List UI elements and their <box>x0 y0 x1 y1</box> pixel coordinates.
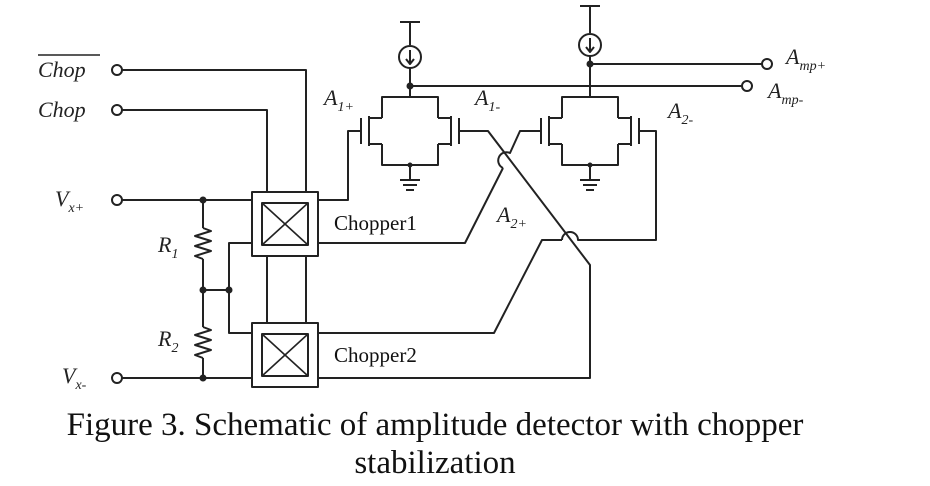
drain-rail-1 <box>381 144 439 166</box>
vx-minus-label: Vx- <box>62 363 87 393</box>
a2-plus-main: A <box>495 202 511 227</box>
chopper1-cross-b <box>261 202 309 246</box>
chop-terminal <box>111 104 123 116</box>
vx-plus-sub: x+ <box>67 201 84 216</box>
junction-vx-minus <box>199 374 207 382</box>
input-chop-bar: Chop <box>38 54 123 82</box>
r2-sub: 2 <box>171 341 178 356</box>
amp-plus-terminal <box>761 58 773 70</box>
a2-minus-label: A2- <box>666 98 693 128</box>
chopper2-cross-b <box>261 333 309 377</box>
resistor-r2 <box>194 326 212 359</box>
chopper1-outer <box>251 191 319 257</box>
chopper2-outer <box>251 322 319 388</box>
caption-line-2: stabilization <box>354 445 516 481</box>
r2-label: R2 <box>157 326 178 356</box>
junction-drain-1 <box>407 162 413 168</box>
amp-plus-label: Amp+ <box>784 44 826 74</box>
figure-caption: Figure 3. Schematic of amplitude detecto… <box>0 406 870 482</box>
r2-main: R <box>157 326 172 351</box>
amp-minus-main: A <box>766 78 782 103</box>
vx-minus-sub: x- <box>74 378 86 393</box>
r1-sub: 1 <box>171 247 178 262</box>
chopper2-inner <box>261 333 309 377</box>
junction-mid-right <box>225 286 233 294</box>
junction-vx-plus <box>199 196 207 204</box>
wire-to-a1plus <box>318 130 355 201</box>
chop-bar-wire <box>122 69 307 192</box>
a1-minus-label: A1- <box>473 85 500 115</box>
a2-minus-sub: 2- <box>681 113 693 128</box>
chop-wire <box>122 109 268 192</box>
chopper2-block: Chopper2 <box>251 322 417 388</box>
amp-plus-main: A <box>784 44 800 69</box>
vx-plus-terminal <box>111 194 123 206</box>
resistor-r1 <box>194 227 212 260</box>
midpoint-to-choppers <box>228 242 252 334</box>
vx-plus-main: V <box>55 186 71 211</box>
drain-rail-2 <box>561 144 619 166</box>
a2-plus-sub: 2+ <box>510 217 526 232</box>
a1-minus-main: A <box>473 85 489 110</box>
input-wiring <box>122 69 307 379</box>
chop-bar-terminal <box>111 64 123 76</box>
current-arrowhead-1 <box>405 58 415 65</box>
chopper1-label: Chopper1 <box>334 211 417 235</box>
a1-plus-sub: 1+ <box>337 100 353 115</box>
caption-line-1: Figure 3. Schematic of amplitude detecto… <box>66 407 804 443</box>
r1-label: R1 <box>157 232 178 262</box>
input-vx-plus: Vx+ <box>55 186 123 216</box>
junction-drain-2 <box>587 162 593 168</box>
current-arrowhead-2 <box>585 46 595 53</box>
amp-minus-sub: mp- <box>781 93 803 108</box>
resistor-divider: R1 R2 <box>157 196 252 382</box>
a2-minus-main: A <box>666 98 682 123</box>
a1-plus-label: A1+ <box>322 85 354 115</box>
source-rail-1 <box>381 96 439 118</box>
a1-minus-sub: 1- <box>488 100 500 115</box>
amp-minus-label: Amp- <box>766 78 804 108</box>
wire-c1-to-a2plus <box>318 167 504 244</box>
vx-minus-main: V <box>62 363 78 388</box>
wire-c2-to-a2minus <box>318 239 562 334</box>
source-rail-2 <box>561 96 619 118</box>
r1-main: R <box>157 232 172 257</box>
input-chop: Chop <box>38 97 123 122</box>
junction-mid <box>199 286 207 294</box>
diff-pair-2: A2- A2+ <box>495 5 693 232</box>
diff-pair-1: A1+ A1- <box>322 21 500 191</box>
chop-bar-label: Chop <box>38 57 86 82</box>
outputs: Amp+ Amp- <box>410 44 826 108</box>
wire-a2plus-gate <box>497 130 523 169</box>
amp-plus-sub: mp+ <box>799 59 826 74</box>
chop-label: Chop <box>38 97 86 122</box>
wire-a2minus-gate <box>561 130 657 241</box>
chopper-output-routing <box>318 130 657 379</box>
chopper1-block: Chopper1 <box>251 191 417 257</box>
a1-plus-main: A <box>322 85 338 110</box>
amp-minus-terminal <box>741 80 753 92</box>
a2-plus-label: A2+ <box>495 202 527 232</box>
chopper2-label: Chopper2 <box>334 343 417 367</box>
input-vx-minus: Vx- <box>62 363 123 393</box>
vx-plus-label: Vx+ <box>55 186 84 216</box>
wire-a1minus-to-c2 <box>318 130 591 379</box>
vx-minus-terminal <box>111 372 123 384</box>
chopper1-inner <box>261 202 309 246</box>
